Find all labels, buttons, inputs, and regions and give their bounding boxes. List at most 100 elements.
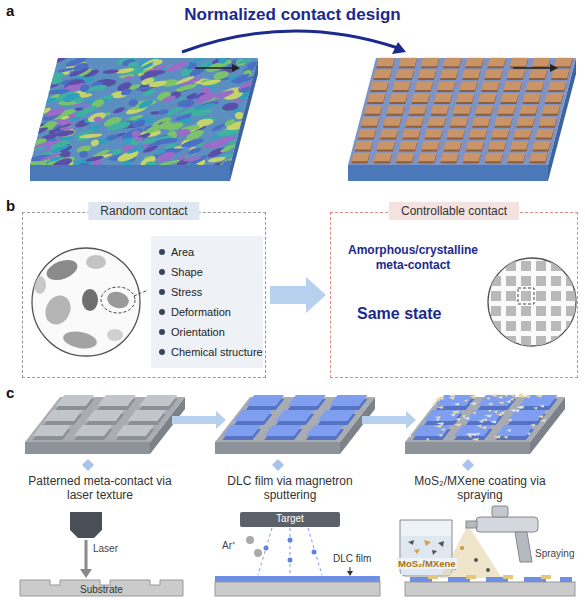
texture-stroke [60, 126, 74, 131]
contact-square [506, 336, 516, 346]
rough-texture [26, 53, 263, 170]
texture-stroke [166, 120, 184, 132]
texture-stroke [221, 102, 239, 112]
property-list: AreaShapeStressDeformationOrientationChe… [151, 236, 263, 368]
pillar-top [98, 395, 136, 406]
list-item: Chemical structure [171, 342, 257, 362]
pillar-top [510, 58, 528, 66]
pillar-top [408, 105, 426, 114]
contact-square [551, 306, 561, 316]
block-top [30, 58, 258, 165]
pillar-top [465, 58, 483, 66]
controllable-contact-circle [488, 258, 576, 346]
texture-stroke [128, 61, 138, 68]
pillar-top [453, 105, 471, 114]
pillar-top [306, 425, 344, 436]
texture-stroke [74, 104, 98, 119]
laser-illustration [20, 512, 183, 596]
contact-square [491, 261, 501, 271]
pillar-top [376, 58, 394, 66]
texture-stroke [75, 107, 84, 111]
list-item: Shape [171, 262, 257, 282]
arrow-head [550, 64, 558, 72]
texture-stroke [79, 151, 89, 159]
pillar-top [128, 410, 166, 421]
pillar-top [532, 141, 550, 150]
contact-square [536, 276, 546, 286]
contact-square [521, 336, 531, 346]
contact-square [536, 306, 546, 316]
texture-stroke [46, 88, 70, 95]
pillar-top [329, 395, 367, 406]
pillar-top [412, 93, 430, 102]
panel-header: Random contact [88, 202, 199, 220]
coating-flake [438, 434, 443, 437]
process-blocks [25, 393, 565, 471]
coating-flake [408, 435, 412, 438]
contact-square [566, 306, 576, 316]
texture-stroke [200, 78, 221, 86]
texture-stroke [29, 126, 49, 137]
contact-square [566, 261, 576, 271]
pillar-top [246, 395, 284, 406]
contact-square [566, 321, 576, 331]
pillar-top [358, 129, 376, 138]
coating-flake [435, 398, 440, 401]
bullet-dot [159, 269, 165, 275]
step-marker [462, 459, 474, 471]
pillar-top [402, 129, 420, 138]
coating-flake [535, 395, 542, 398]
panel-title: Normalized contact design [0, 5, 585, 25]
arrow-head [232, 64, 240, 72]
pillar-top [478, 93, 496, 102]
bullet-dot [159, 309, 165, 315]
pillar-top [373, 70, 391, 79]
pillar-top [491, 129, 509, 138]
texture-stroke [156, 150, 176, 164]
coating-flake [539, 405, 544, 408]
texture-stroke [49, 55, 67, 65]
pillar-top [510, 141, 528, 150]
pillar-top [516, 117, 534, 126]
pillar-top [264, 425, 302, 436]
coating-flake [436, 418, 440, 421]
texture-stroke [230, 72, 250, 84]
pillar-top [496, 425, 534, 436]
coating-flake [504, 394, 507, 397]
coating-flake [469, 395, 476, 398]
pillar-top [484, 70, 502, 79]
texture-stroke [39, 96, 57, 105]
coating-flake [527, 432, 531, 435]
coating-flake [454, 403, 460, 406]
coating-flake [480, 426, 487, 429]
coating-flake [488, 403, 493, 406]
texture-stroke [195, 90, 218, 105]
pillar-top [276, 410, 314, 421]
step-arrow [172, 411, 226, 429]
coating-flake [484, 414, 492, 417]
block-front [348, 165, 548, 181]
pillar-top [513, 129, 531, 138]
texture-stroke [144, 69, 166, 76]
list-row: Shape [159, 262, 257, 282]
bullet-dot [159, 289, 165, 295]
contact-square [551, 291, 561, 301]
pillar-top [380, 129, 398, 138]
random-contact-circle [32, 248, 148, 356]
pillar-top [436, 395, 474, 406]
coating-flake [511, 394, 515, 397]
coating-flake [436, 422, 444, 425]
pillar-top [472, 117, 490, 126]
list-item: Deformation [171, 302, 257, 322]
pillar-top [428, 117, 446, 126]
pillar-top [539, 117, 557, 126]
pillar-top [481, 81, 499, 90]
pillar-top [421, 58, 439, 66]
list-item: Stress [171, 282, 257, 302]
coating-flake [448, 396, 454, 399]
texture-stroke [208, 156, 226, 163]
coating-flake [464, 417, 470, 420]
coating-flake [469, 433, 477, 436]
list-item: Area [171, 242, 257, 262]
